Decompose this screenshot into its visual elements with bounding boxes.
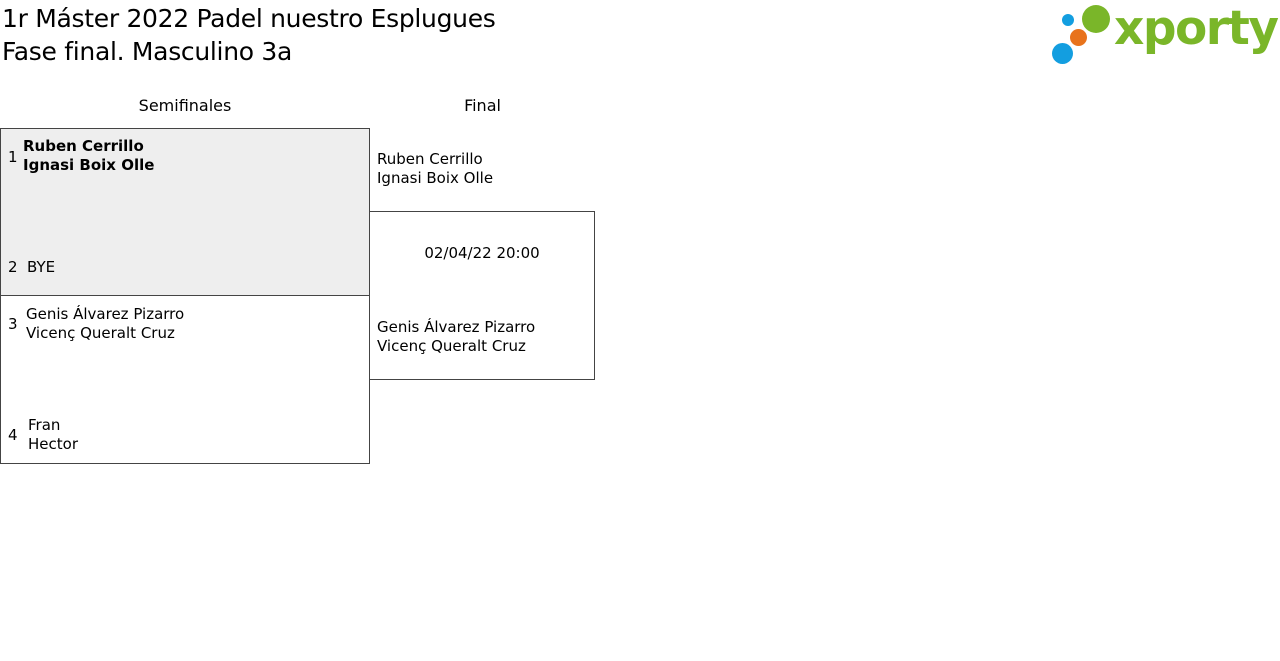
logo-dot-orange — [1070, 29, 1087, 46]
team-entry[interactable]: Genis Álvarez Pizarro Vicenç Queralt Cru… — [26, 305, 184, 343]
player-name: Ruben Cerrillo — [377, 150, 483, 168]
round-header-final: Final — [464, 96, 501, 115]
player-name: Hector — [28, 435, 78, 453]
seed-number: 3 — [8, 315, 18, 333]
player-name: Genis Álvarez Pizarro — [26, 305, 185, 323]
round-header-semifinals: Semifinales — [138, 96, 232, 115]
seed-number: 2 — [8, 258, 18, 276]
player-name: Vicenç Queralt Cruz — [377, 337, 526, 355]
phase-title: Fase final. Masculino 3a — [2, 37, 293, 66]
final-team-bottom[interactable]: Genis Álvarez Pizarro Vicenç Queralt Cru… — [377, 318, 535, 356]
seed-number: 1 — [8, 148, 18, 166]
logo-dot-green-large — [1082, 5, 1110, 33]
team-entry-winner[interactable]: Ruben Cerrillo Ignasi Boix Olle — [23, 137, 154, 175]
match-datetime: 02/04/22 20:00 — [424, 244, 540, 262]
tournament-title: 1r Máster 2022 Padel nuestro Esplugues — [2, 4, 496, 33]
player-name: Fran — [28, 416, 61, 434]
final-match[interactable]: 02/04/22 20:00 Genis Álvarez Pizarro Vic… — [369, 211, 595, 380]
semifinal-match-2[interactable]: 3 Genis Álvarez Pizarro Vicenç Queralt C… — [0, 295, 370, 464]
page-title: 1r Máster 2022 Padel nuestro Esplugues F… — [2, 2, 496, 68]
player-name: BYE — [27, 258, 56, 276]
logo-dot-blue-small — [1062, 14, 1074, 26]
semifinal-match-1[interactable]: 1 Ruben Cerrillo Ignasi Boix Olle 2 BYE — [0, 128, 370, 296]
logo-text: xporty — [1114, 1, 1279, 56]
logo-dot-blue-large — [1052, 43, 1073, 64]
final-team-top[interactable]: Ruben Cerrillo Ignasi Boix Olle — [377, 150, 493, 188]
player-name: Ruben Cerrillo — [23, 137, 144, 155]
player-name: Genis Álvarez Pizarro — [377, 318, 536, 336]
player-name: Ignasi Boix Olle — [23, 156, 155, 174]
player-name: Vicenç Queralt Cruz — [26, 324, 175, 342]
player-name: Ignasi Boix Olle — [377, 169, 494, 187]
xporty-logo[interactable]: xporty — [1050, 1, 1279, 66]
team-entry[interactable]: Fran Hector — [28, 416, 78, 454]
seed-number: 4 — [8, 426, 18, 444]
team-entry-bye: BYE — [27, 258, 55, 277]
